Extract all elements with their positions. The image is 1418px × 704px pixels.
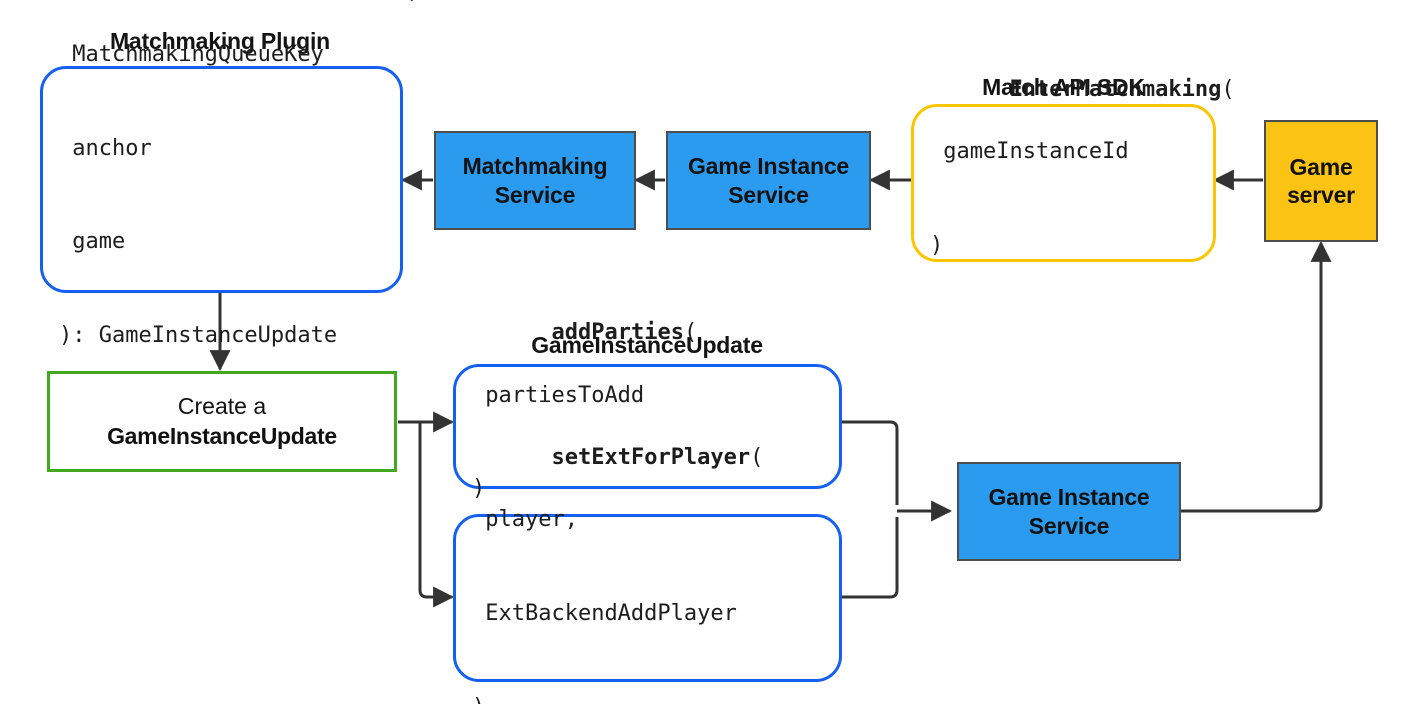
param-0: gameInstanceId xyxy=(943,139,1129,165)
node-create-game-instance-update[interactable]: Create a GameInstanceUpdate xyxy=(47,371,397,472)
node-game-instance-service-bottom[interactable]: Game Instance Service xyxy=(957,462,1181,561)
param-1: anchor xyxy=(72,135,152,161)
return-type: ): GameInstanceUpdate xyxy=(59,323,338,349)
group-title-game-instance-update: GameInstanceUpdate xyxy=(531,332,763,358)
param-1: ExtBackendAddPlayer xyxy=(485,601,737,626)
node-enter-matchmaking[interactable]: EnterMatchmaking( gameInstanceId ) xyxy=(911,77,1235,262)
connector-addparties-to-merge xyxy=(842,420,899,505)
code-match-parties-with-game: matchPartiesWithGame( MatchmakingQueueKe… xyxy=(43,0,417,414)
group-title-matchmaking-plugin: Matchmaking Plugin xyxy=(109,28,331,54)
node-match-parties-with-game[interactable]: matchPartiesWithGame( MatchmakingQueueKe… xyxy=(40,0,417,348)
game-instance-service-bottom-line2: Service xyxy=(1028,512,1110,539)
node-add-parties[interactable]: addParties( partiesToAdd ) xyxy=(453,320,842,501)
paren-close: ) xyxy=(472,692,823,704)
code-set-ext-for-player: setExtForPlayer( player, ExtBackendAddPl… xyxy=(456,411,839,704)
fn-name-enter-matchmaking: EnterMatchmaking xyxy=(1009,76,1222,102)
connector-setext-to-merge xyxy=(842,517,899,599)
create-update-line2: GameInstanceUpdate xyxy=(107,422,337,449)
paren-open: ( xyxy=(1221,76,1235,102)
param-2: game xyxy=(72,229,126,255)
connector-create-to-setext xyxy=(418,422,455,608)
matchmaking-service-line1: Matchmaking xyxy=(462,153,608,180)
matchmaking-service-line2: Service xyxy=(494,181,576,208)
fn-name-add-parties: addParties xyxy=(551,320,684,346)
param-0: partiesToAdd xyxy=(485,382,645,408)
code-add-parties: addParties( partiesToAdd ) xyxy=(456,286,839,567)
group-title-match-api-sdk: Match API SDK xyxy=(982,74,1145,100)
fn-name-match-parties-with-game: matchPartiesWithGame xyxy=(138,0,403,4)
code-enter-matchmaking: EnterMatchmaking( gameInstanceId ) xyxy=(914,42,1235,323)
node-game-instance-service-top[interactable]: Game Instance Service xyxy=(666,131,871,230)
create-update-line1: Create a xyxy=(177,392,267,419)
game-server-line1: Game xyxy=(1289,153,1353,180)
fn-name-set-ext-for-player: setExtForPlayer xyxy=(551,444,751,470)
game-instance-service-top-line1: Game Instance xyxy=(687,153,850,180)
paren-open: ( xyxy=(403,0,416,4)
paren-open: ( xyxy=(683,320,698,346)
paren-close: ) xyxy=(930,232,944,258)
param-0: MatchmakingQueueKey xyxy=(72,41,324,67)
game-server-line2: server xyxy=(1287,182,1355,208)
node-matchmaking-service[interactable]: Matchmaking Service xyxy=(434,131,636,230)
node-set-ext-for-player[interactable]: setExtForPlayer( player, ExtBackendAddPl… xyxy=(453,445,842,704)
game-instance-service-top-line2: Service xyxy=(728,181,809,208)
node-game-server[interactable]: Game server xyxy=(1264,120,1378,242)
paren-open: ( xyxy=(750,444,764,470)
param-0: player, xyxy=(485,507,578,533)
game-instance-service-bottom-line1: Game Instance xyxy=(988,484,1150,511)
paren-close: ) xyxy=(472,476,486,502)
